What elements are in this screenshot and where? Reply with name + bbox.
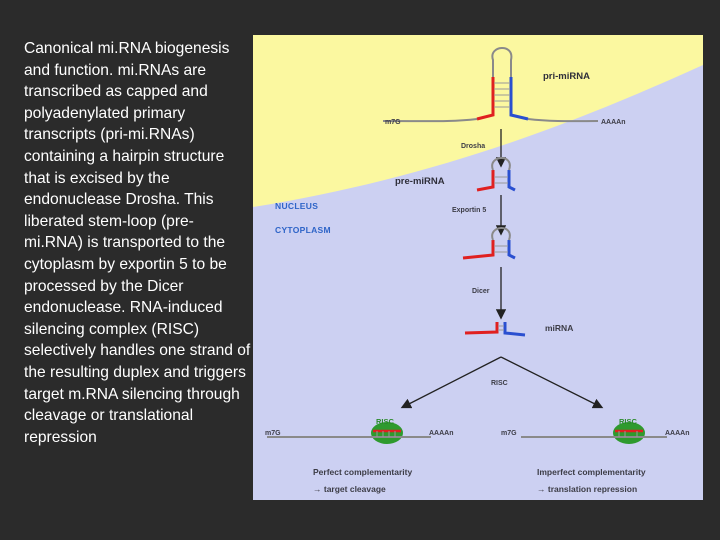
mirna-label: miRNA [545,323,573,333]
polya-label-left: AAAAn [429,430,454,437]
drosha-label: Drosha [461,143,485,150]
pri-mirna-label: pri-miRNA [543,71,590,82]
cap-label-right: m7G [501,430,517,437]
cap-label-left: m7G [265,430,281,437]
mirna-duplex [464,322,526,337]
risc-complex-left [267,422,431,444]
risc-center-label: RISC [491,380,508,387]
risc-left-label: RISC [376,417,395,426]
polya-label-top: AAAAn [601,119,626,126]
cap-label-top: m7G [385,119,401,126]
pre-mirna-cytoplasm [462,227,516,260]
figure-caption: Canonical mi.RNA biogenesis and function… [24,40,251,446]
pre-mirna-nucleus [476,157,516,192]
risc-left-arrow [400,356,502,409]
dicer-label: Dicer [472,288,490,295]
polya-label-right: AAAAn [665,430,690,437]
risc-right-label: RISC [619,417,638,426]
perfect-complementarity-label: Perfect complementarity [313,467,412,477]
target-cleavage-label: → target cleavage [313,484,386,494]
nucleus-label: NUCLEUS [275,201,318,211]
risc-complex-right [521,422,667,444]
nucleus-region [253,35,703,207]
translation-repression-label: → translation repression [537,484,637,494]
pri-mirna-structure [382,47,599,123]
imperfect-complementarity-label: Imperfect complementarity [537,467,646,477]
exportin-label: Exportin 5 [452,207,486,214]
risc-right-arrow [500,356,604,409]
pre-mirna-label: pre-miRNA [395,176,445,187]
cytoplasm-label: CYTOPLASM [275,225,331,235]
mirna-biogenesis-diagram: pri-miRNA m7G AAAAn Drosha pre-miRNA NUC… [253,35,703,500]
